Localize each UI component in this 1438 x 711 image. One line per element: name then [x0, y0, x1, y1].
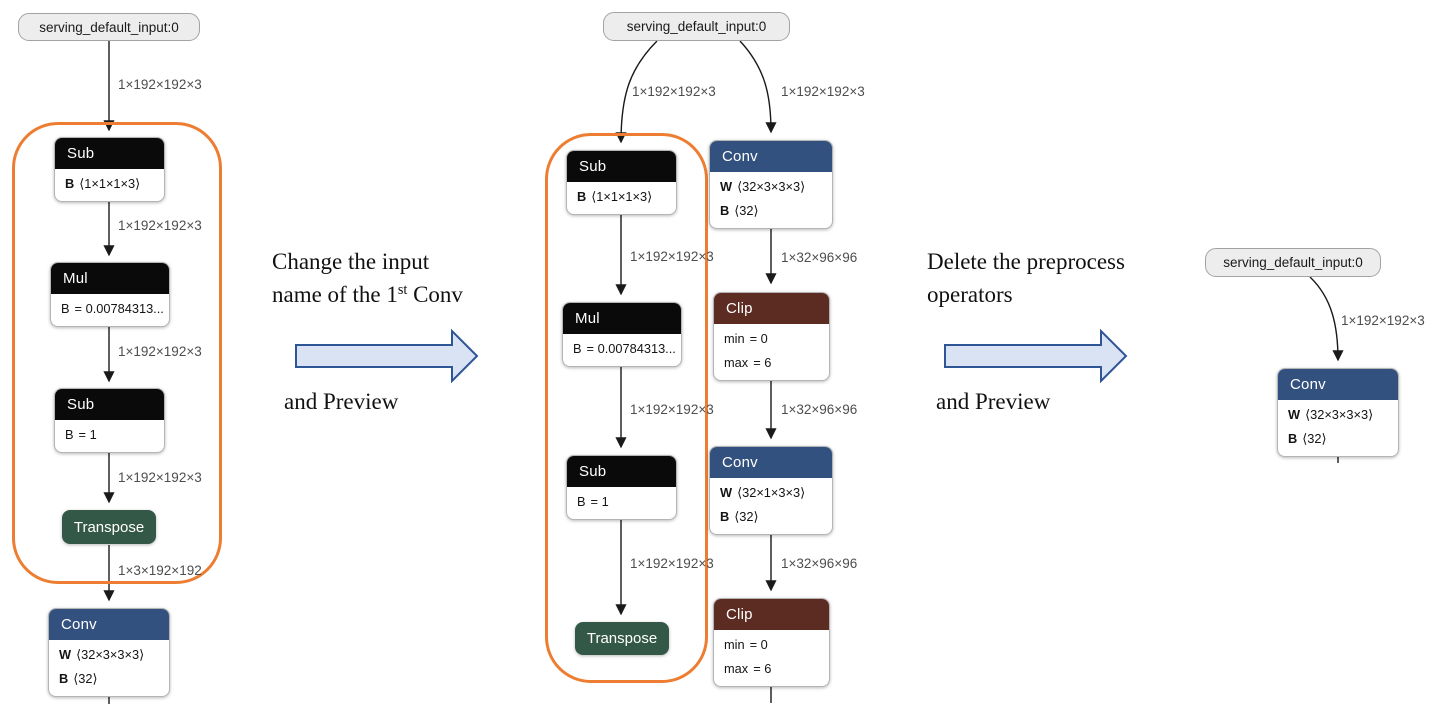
mul-node: Mul B= 0.00784313... — [562, 302, 682, 367]
node-title: Mul — [563, 303, 681, 334]
sub-node: Sub B⟨1×1×1×3⟩ — [566, 150, 677, 215]
node-attr: W⟨32×3×3×3⟩ — [59, 647, 145, 662]
preprocess-highlight-box — [12, 122, 222, 584]
node-attr: max= 6 — [724, 355, 772, 370]
caption-left-text2: and Preview — [284, 389, 399, 414]
edge-label: 1×192×192×3 — [630, 249, 714, 264]
graph-input-node: serving_default_input:0 — [18, 13, 200, 41]
conv-node: Conv W⟨32×3×3×3⟩ B⟨32⟩ — [1277, 368, 1399, 457]
sub-node: Sub B= 1 — [566, 455, 677, 520]
caption-right-text: Delete the preprocess operators — [927, 249, 1125, 307]
node-attr: W⟨32×3×3×3⟩ — [720, 179, 806, 194]
mul-node: Mul B= 0.00784313... — [50, 262, 170, 327]
node-title: Transpose — [586, 630, 658, 647]
node-title: Conv — [710, 447, 832, 478]
edge-label: 1×192×192×3 — [118, 344, 202, 359]
edge-label: 1×192×192×3 — [781, 84, 865, 99]
conv-node: Conv W⟨32×3×3×3⟩ B⟨32⟩ — [709, 140, 833, 229]
node-title: Clip — [714, 599, 829, 630]
node-attr: max= 6 — [724, 661, 772, 676]
node-attr: B= 0.00784313... — [573, 341, 676, 356]
edge-label: 1×192×192×3 — [1341, 313, 1425, 328]
node-title: Conv — [1278, 369, 1398, 400]
graph-input-node: serving_default_input:0 — [1205, 248, 1381, 277]
clip-node: Clip min= 0 max= 6 — [713, 598, 830, 687]
edge-label: 1×192×192×3 — [632, 84, 716, 99]
graph-input-label: serving_default_input:0 — [1223, 255, 1363, 270]
node-attr: B⟨1×1×1×3⟩ — [65, 176, 141, 191]
transpose-node: Transpose — [575, 622, 669, 655]
node-title: Sub — [55, 138, 164, 169]
caption-left-text: Change the input name of the 1st Conv — [272, 249, 463, 307]
edge-label: 1×3×192×192 — [118, 563, 202, 578]
node-title: Transpose — [73, 518, 145, 536]
graph-input-label: serving_default_input:0 — [39, 19, 179, 35]
node-attr: B= 1 — [577, 494, 609, 509]
node-title: Conv — [710, 141, 832, 172]
node-attr: B⟨32⟩ — [59, 671, 98, 686]
node-attr: W⟨32×3×3×3⟩ — [1288, 407, 1374, 422]
edge-label: 1×32×96×96 — [781, 250, 858, 265]
sub-node: Sub B= 1 — [54, 388, 165, 453]
edge-label: 1×192×192×3 — [118, 470, 202, 485]
transform-arrow-right — [944, 328, 1128, 384]
node-attr: B⟨1×1×1×3⟩ — [577, 189, 653, 204]
ordinal-superscript: st — [397, 282, 408, 299]
conv-node: Conv W⟨32×1×3×3⟩ B⟨32⟩ — [709, 446, 833, 535]
edge-label: 1×192×192×3 — [118, 218, 202, 233]
transpose-node: Transpose — [62, 510, 156, 544]
node-attr: B⟨32⟩ — [720, 509, 759, 524]
edge-label: 1×192×192×3 — [118, 77, 202, 92]
clip-node: Clip min= 0 max= 6 — [713, 292, 830, 381]
node-title: Sub — [55, 389, 164, 420]
transform-arrow-left — [295, 328, 479, 384]
node-attr: min= 0 — [724, 637, 768, 652]
conv-node: Conv W⟨32×3×3×3⟩ B⟨32⟩ — [48, 608, 170, 697]
edge-label: 1×192×192×3 — [630, 556, 714, 571]
graph-input-node: serving_default_input:0 — [603, 12, 790, 41]
node-title: Conv — [49, 609, 169, 640]
node-title: Clip — [714, 293, 829, 324]
node-title: Mul — [51, 263, 169, 294]
node-attr: B= 0.00784313... — [61, 301, 164, 316]
node-attr: B⟨32⟩ — [720, 203, 759, 218]
edge-label: 1×192×192×3 — [630, 402, 714, 417]
edge-label: 1×32×96×96 — [781, 402, 858, 417]
node-attr: W⟨32×1×3×3⟩ — [720, 485, 806, 500]
node-title: Sub — [567, 151, 676, 182]
caption-right-text2: and Preview — [936, 389, 1051, 414]
edge-label: 1×32×96×96 — [781, 556, 858, 571]
node-attr: min= 0 — [724, 331, 768, 346]
node-attr: B= 1 — [65, 427, 97, 442]
sub-node: Sub B⟨1×1×1×3⟩ — [54, 137, 165, 202]
node-title: Sub — [567, 456, 676, 487]
node-attr: B⟨32⟩ — [1288, 431, 1327, 446]
graph-input-label: serving_default_input:0 — [626, 19, 767, 34]
